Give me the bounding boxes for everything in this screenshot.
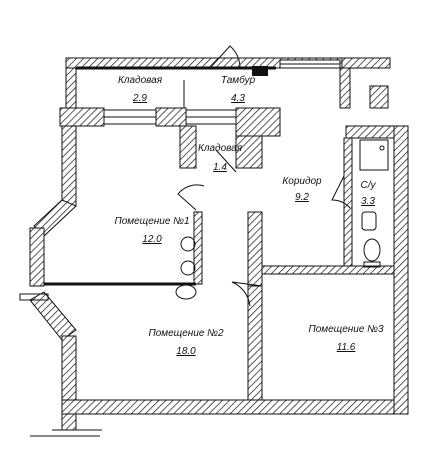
windows: [103, 59, 341, 125]
room-area-vestibule: 4.3: [231, 93, 245, 104]
wall-storage-left: [179, 125, 197, 169]
fixtures: [175, 139, 389, 300]
wall-storage-right: [235, 135, 263, 169]
room-name-room3: Помещение №3: [308, 324, 384, 335]
room-area-storage-small: 1.4: [213, 162, 227, 173]
toilet: [363, 238, 381, 262]
wall-room2-room3: [247, 285, 263, 401]
downpipe: [19, 293, 102, 437]
room-area-corridor: 9.2: [295, 192, 309, 203]
wall-mid-center: [155, 107, 187, 127]
wall-bottom: [61, 399, 409, 415]
door-room3: [231, 281, 263, 307]
shower-tray: [359, 139, 389, 171]
vestibule-block: [252, 66, 268, 76]
room-area-room1: 12.0: [142, 234, 162, 245]
wall-room1-right: [193, 211, 203, 285]
door-room1: [177, 184, 205, 211]
wall-mid-left: [59, 107, 105, 127]
room-name-storage-top: Кладовая: [118, 75, 163, 86]
wall-upper-left: [65, 67, 77, 109]
wall-bay-lower: [29, 291, 77, 341]
wall-right-top: [345, 125, 395, 139]
sink-2: [180, 260, 196, 276]
sink-1: [180, 236, 196, 252]
wall-mid-right: [235, 107, 281, 137]
room-name-bathroom: С/у: [361, 180, 377, 191]
room-name-corridor: Коридор: [282, 176, 322, 187]
doors: [177, 45, 351, 307]
shower-drain: [379, 145, 385, 151]
shaft-right: [369, 85, 389, 109]
room-name-room1: Помещение №1: [114, 216, 189, 227]
room-labels: Кладовая 2.9 Тамбур 4.3 Кладовая 1.4 Кор…: [114, 74, 384, 357]
room-area-room3: 11.6: [337, 342, 356, 353]
room-name-room2: Помещение №2: [148, 328, 224, 339]
room-area-room2: 18.0: [176, 346, 196, 357]
wall-bath-left: [343, 137, 353, 267]
sink-bath: [361, 211, 377, 231]
wall-corridor-left: [247, 211, 263, 287]
room-name-vestibule: Тамбур: [221, 74, 256, 86]
interior-walls: [179, 125, 395, 401]
door-bath: [331, 175, 351, 209]
room-area-bathroom: 3.3: [361, 196, 375, 207]
wall-top-right: [341, 57, 391, 69]
wall-bay-vertical: [29, 227, 45, 287]
room-name-storage-small: Кладовая: [198, 143, 243, 154]
door-entrance: [209, 45, 241, 69]
wall-left: [61, 125, 77, 207]
wall-left-lower: [61, 335, 77, 431]
wall-room3-top: [261, 265, 395, 275]
wall-right-upper: [339, 67, 351, 109]
room-area-storage-top: 2.9: [132, 93, 147, 104]
door-small-storage: [215, 149, 237, 173]
toilet-tank: [363, 261, 381, 268]
sink-3: [175, 284, 197, 300]
wall-right: [393, 125, 409, 415]
